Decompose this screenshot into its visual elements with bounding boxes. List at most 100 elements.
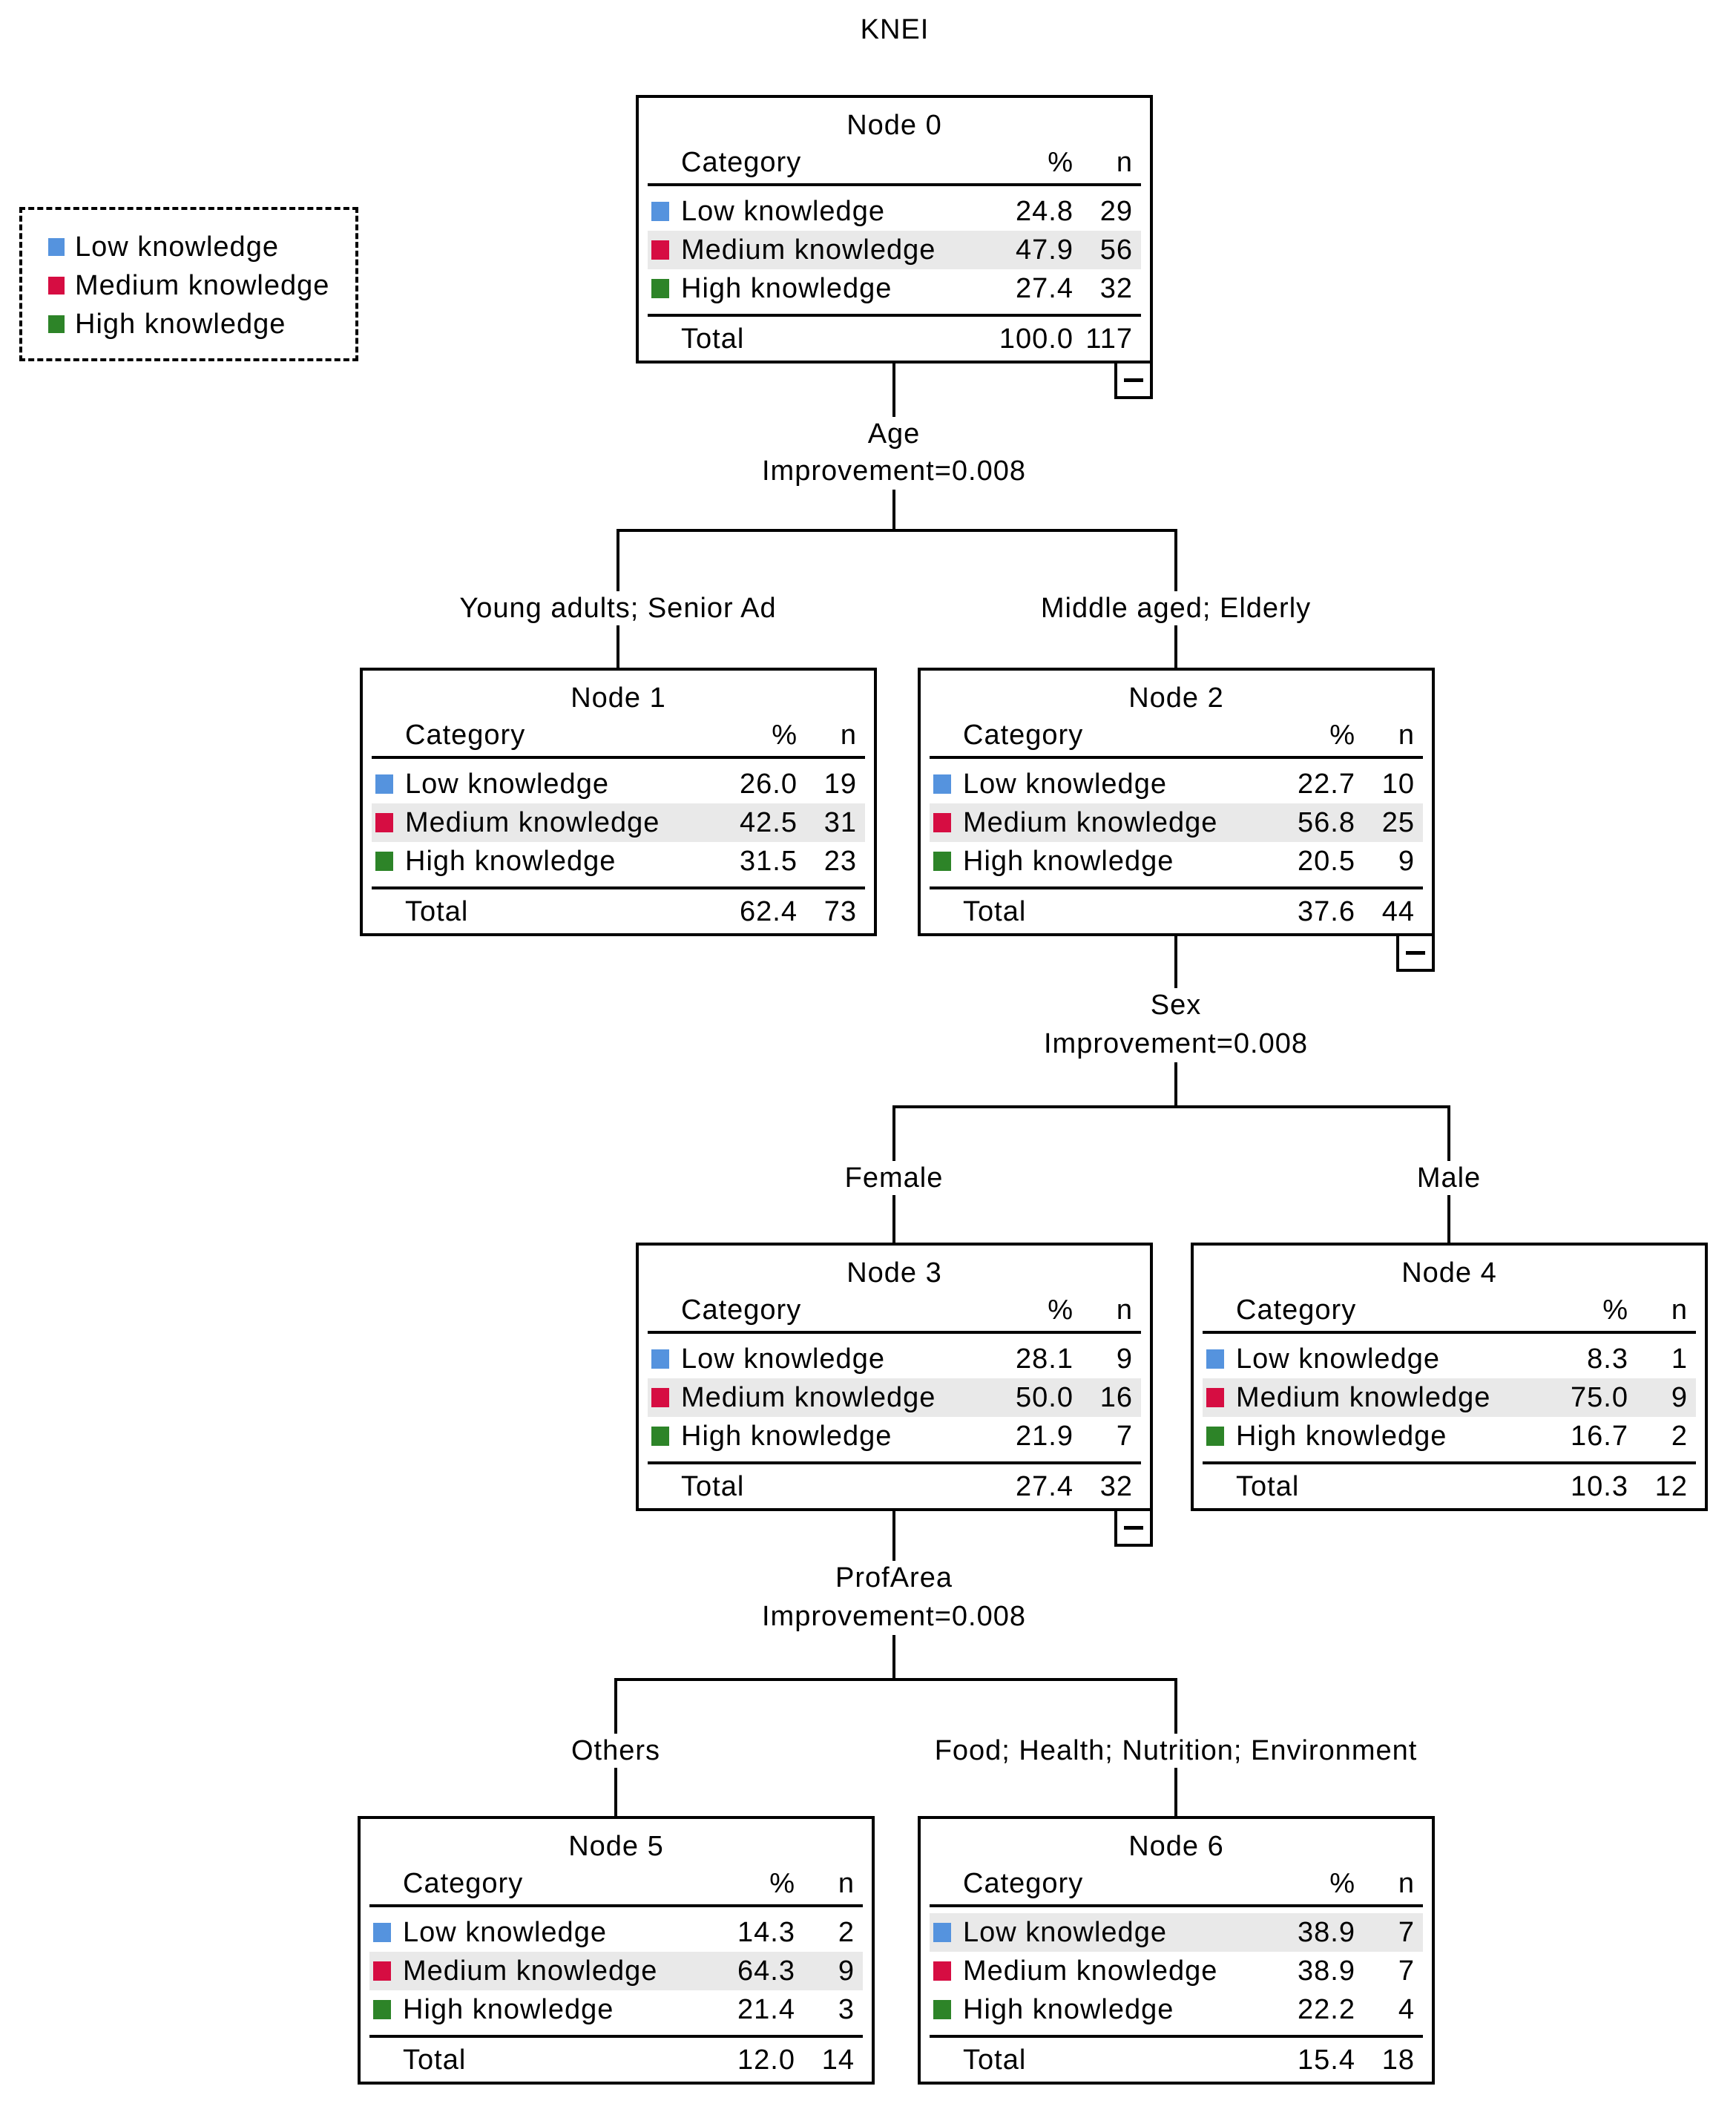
category-label: Low knowledge — [403, 1916, 607, 1948]
node-table: Category % n Low knowledge 28.1 9 Medium… — [648, 1290, 1141, 1509]
column-header-category: Category — [681, 1294, 802, 1326]
total-percent-value: 12.0 — [737, 2044, 795, 2076]
total-label: Total — [681, 323, 745, 355]
low-knowledge-swatch-icon — [651, 1349, 669, 1369]
column-header-n: n — [838, 1868, 855, 1899]
node-0: Node 0 Category % n Low knowledge 24.8 2… — [636, 95, 1153, 399]
split-improvement-age: Improvement=0.008 — [754, 454, 1034, 488]
n-value: 9 — [1398, 845, 1415, 877]
row-high-knowledge: High knowledge 22.2 4 — [930, 1990, 1423, 2029]
low-knowledge-swatch-icon — [1206, 1349, 1224, 1369]
high-knowledge-swatch-icon — [651, 1427, 669, 1446]
node-title: Node 4 — [1401, 1257, 1497, 1289]
collapse-button[interactable] — [1114, 361, 1153, 399]
total-n-value: 73 — [823, 895, 857, 927]
percent-value: 26.0 — [740, 768, 798, 800]
total-label: Total — [963, 2044, 1027, 2076]
total-label: Total — [405, 895, 469, 927]
column-header-category: Category — [681, 147, 802, 178]
n-value: 3 — [838, 1993, 855, 2025]
column-header-percent: % — [1048, 1294, 1074, 1326]
column-header-category: Category — [1236, 1294, 1357, 1326]
row-high-knowledge: High knowledge 21.4 3 — [369, 1990, 863, 2029]
node-title: Node 1 — [571, 682, 666, 714]
legend: Low knowledge Medium knowledge High know… — [19, 207, 358, 361]
connector-line — [1174, 936, 1177, 988]
n-value: 9 — [1116, 1343, 1133, 1375]
collapse-button[interactable] — [1396, 933, 1435, 972]
total-n-value: 18 — [1381, 2044, 1415, 2076]
medium-knowledge-swatch-icon — [48, 277, 65, 295]
percent-value: 42.5 — [740, 806, 798, 838]
row-medium-knowledge: Medium knowledge 50.0 16 — [648, 1378, 1141, 1417]
node-table: Category % n Low knowledge 14.3 2 Medium… — [369, 1863, 863, 2082]
split-variable-profarea: ProfArea — [828, 1561, 960, 1595]
node-1: Node 1 Category % n Low knowledge 26.0 1… — [360, 668, 877, 936]
connector-line — [892, 490, 895, 532]
connector-line — [892, 1511, 895, 1561]
connector-line — [892, 1635, 895, 1681]
legend-label: Medium knowledge — [75, 269, 330, 301]
collapse-button[interactable] — [1114, 1508, 1153, 1547]
row-low-knowledge: Low knowledge 14.3 2 — [369, 1913, 863, 1952]
node-6: Node 6 Category % n Low knowledge 38.9 7… — [918, 1816, 1435, 2085]
category-label: Medium knowledge — [1236, 1381, 1491, 1413]
percent-value: 21.9 — [1016, 1420, 1074, 1452]
percent-value: 75.0 — [1571, 1381, 1628, 1413]
category-label: Medium knowledge — [405, 806, 660, 838]
node-table: Category % n Low knowledge 26.0 19 Mediu… — [372, 715, 865, 934]
node-title: Node 6 — [1128, 1831, 1224, 1862]
category-label: Medium knowledge — [963, 1955, 1218, 1987]
row-medium-knowledge: Medium knowledge 64.3 9 — [369, 1952, 863, 1990]
total-percent-value: 37.6 — [1298, 895, 1355, 927]
medium-knowledge-swatch-icon — [933, 813, 951, 832]
category-label: High knowledge — [1236, 1420, 1447, 1452]
category-label: Medium knowledge — [681, 234, 936, 266]
category-label: Low knowledge — [1236, 1343, 1440, 1375]
total-percent-value: 100.0 — [999, 323, 1074, 355]
n-value: 7 — [1398, 1916, 1415, 1948]
column-header-percent: % — [1602, 1294, 1628, 1326]
n-value: 2 — [1671, 1420, 1688, 1452]
row-high-knowledge: High knowledge 31.5 23 — [372, 842, 865, 881]
high-knowledge-swatch-icon — [373, 2000, 391, 2019]
percent-value: 24.8 — [1016, 195, 1074, 227]
n-value: 4 — [1398, 1993, 1415, 2025]
total-label: Total — [403, 2044, 467, 2076]
n-value: 31 — [823, 806, 857, 838]
high-knowledge-swatch-icon — [1206, 1427, 1224, 1446]
column-header-category: Category — [963, 720, 1084, 751]
row-medium-knowledge: Medium knowledge 42.5 31 — [372, 803, 865, 842]
total-label: Total — [1236, 1470, 1300, 1502]
n-value: 9 — [838, 1955, 855, 1987]
total-row: Total 100.0 117 — [648, 314, 1141, 361]
medium-knowledge-swatch-icon — [373, 1961, 391, 1981]
column-header-percent: % — [772, 720, 798, 751]
percent-value: 47.9 — [1016, 234, 1074, 266]
total-percent-value: 27.4 — [1016, 1470, 1074, 1502]
medium-knowledge-swatch-icon — [651, 1388, 669, 1407]
total-row: Total 15.4 18 — [930, 2035, 1423, 2082]
row-medium-knowledge: Medium knowledge 56.8 25 — [930, 803, 1423, 842]
minus-icon — [1124, 1525, 1143, 1530]
percent-value: 16.7 — [1571, 1420, 1628, 1452]
column-header-category: Category — [405, 720, 526, 751]
percent-value: 21.4 — [737, 1993, 795, 2025]
row-high-knowledge: High knowledge 21.9 7 — [648, 1417, 1141, 1455]
minus-icon — [1406, 950, 1425, 955]
row-low-knowledge: Low knowledge 28.1 9 — [648, 1340, 1141, 1378]
category-label: High knowledge — [681, 272, 892, 304]
table-header-row: Category % n — [930, 715, 1423, 759]
total-n-value: 44 — [1381, 895, 1415, 927]
node-title: Node 2 — [1128, 682, 1224, 714]
low-knowledge-swatch-icon — [375, 774, 393, 794]
category-label: Low knowledge — [963, 1916, 1167, 1948]
low-knowledge-swatch-icon — [651, 202, 669, 221]
category-label: High knowledge — [403, 1993, 614, 2025]
percent-value: 28.1 — [1016, 1343, 1074, 1375]
category-label: Medium knowledge — [963, 806, 1218, 838]
percent-value: 14.3 — [737, 1916, 795, 1948]
total-n-value: 117 — [1085, 323, 1133, 355]
total-label: Total — [681, 1470, 745, 1502]
